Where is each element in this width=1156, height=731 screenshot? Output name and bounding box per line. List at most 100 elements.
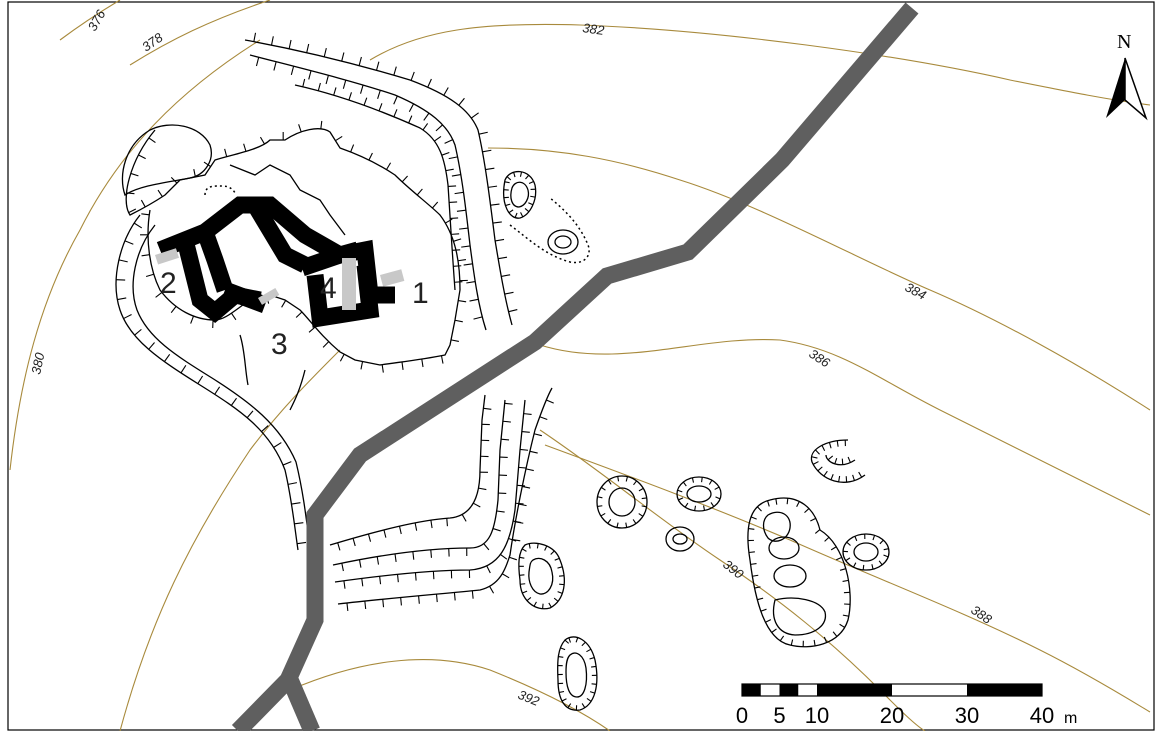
- hachure-tick: [505, 203, 511, 207]
- hachure-tick: [814, 529, 821, 534]
- hachure-tick: [134, 328, 142, 336]
- hachure-tick: [394, 553, 397, 562]
- wall-infill-1: [380, 269, 405, 287]
- hachure-tick: [341, 52, 345, 62]
- hachure-tick: [170, 306, 177, 314]
- hachure-tick: [383, 529, 387, 538]
- hachure-tick: [521, 430, 530, 433]
- hachure-tick: [756, 506, 762, 512]
- scale-bar-outline: [741, 683, 1043, 697]
- hachure-tick: [539, 416, 548, 421]
- hachure-tick: [288, 39, 292, 49]
- hachure-tick: [180, 365, 187, 374]
- hachure-tick: [775, 498, 778, 505]
- tower-labels: 1 2 3 4: [160, 267, 429, 361]
- contour-label-390: 390: [720, 557, 747, 583]
- hachure-tick: [401, 361, 404, 370]
- terrace-south-2: [332, 399, 506, 566]
- inner-ridge: [229, 164, 346, 236]
- hachure-tick: [815, 449, 820, 455]
- hachure-tick: [450, 339, 459, 342]
- scale-tick-label-30: 30: [955, 703, 979, 728]
- hachure-tick: [501, 274, 511, 277]
- hachure-tick: [597, 496, 603, 499]
- hachure-tick: [691, 477, 695, 483]
- pit-horseshoe: [810, 439, 866, 483]
- contour-label-380: 380: [28, 351, 47, 376]
- hachure-tick: [528, 202, 534, 206]
- hachure-tick: [519, 556, 525, 559]
- hachure-tick: [317, 82, 321, 91]
- hachure-tick: [523, 413, 532, 415]
- hachure-tick: [398, 526, 402, 535]
- hachure-tick: [567, 703, 572, 709]
- hachure-tick: [708, 479, 713, 485]
- north-arrow: N: [1106, 31, 1148, 121]
- hachure-tick: [492, 221, 502, 224]
- hachure-tick: [453, 265, 462, 267]
- hachure-tick: [273, 61, 277, 71]
- hachure-tick: [488, 185, 498, 188]
- hachure-tick: [126, 192, 135, 195]
- hachure-tick: [581, 641, 586, 647]
- hachure-tick: [118, 259, 128, 263]
- hachure-tick: [382, 599, 385, 608]
- hachure-tick: [435, 594, 438, 603]
- hachure-tick: [450, 217, 459, 219]
- hachure-tick: [459, 227, 469, 230]
- hachure-tick: [748, 528, 755, 530]
- hachure-tick: [408, 115, 413, 124]
- hachure-tick: [381, 364, 384, 373]
- hachure-tick: [418, 595, 420, 604]
- north-arrow-right: [1124, 57, 1148, 121]
- hachure-tick: [817, 466, 823, 472]
- hachure-tick: [393, 95, 398, 105]
- hachure-tick: [533, 601, 537, 607]
- hachure-tick: [513, 172, 516, 178]
- hachure-tick: [522, 485, 531, 489]
- hachure-tick: [871, 564, 874, 570]
- hachure-tick: [291, 502, 301, 505]
- hachure-tick: [524, 208, 530, 213]
- contour-380: [9, 39, 261, 471]
- hachure-tick: [508, 309, 518, 313]
- hachure-tick: [842, 579, 849, 582]
- hachure-tick: [684, 502, 689, 508]
- hachure-tick: [560, 647, 566, 651]
- wall-infill-3: [258, 288, 280, 305]
- hachure-tick: [845, 557, 851, 562]
- hachure-tick: [504, 402, 513, 405]
- scale-bar-labels: 0 5 10 20 30 40 m: [736, 703, 1077, 728]
- contour-388: [544, 444, 1151, 713]
- hachure-tick: [270, 36, 274, 46]
- scale-tick-label-0: 0: [736, 703, 748, 728]
- hachure-tick: [854, 536, 858, 542]
- ditch-north-outer: [244, 39, 513, 326]
- hachure-tick: [638, 487, 644, 492]
- pit-complex-inner-3: [773, 564, 807, 588]
- hachure-tick: [544, 545, 548, 551]
- hachure-tick: [308, 326, 316, 333]
- hachure-tick: [823, 636, 828, 643]
- hachure-tick: [255, 57, 260, 67]
- contour-386: [539, 338, 1151, 516]
- scale-bar: [741, 683, 1043, 697]
- pit-round-3: [665, 526, 695, 552]
- hachure-tick: [589, 691, 595, 694]
- hachure-tick: [633, 480, 638, 486]
- modern-road-branch: [280, 671, 320, 731]
- hachure-tick: [828, 442, 832, 449]
- hachure-tick: [767, 500, 770, 507]
- hachure-tick: [333, 87, 337, 96]
- hachure-tick: [625, 476, 628, 482]
- contour-label-388: 388: [968, 602, 995, 627]
- hachure-tick: [193, 168, 196, 178]
- hachure-tick: [823, 470, 828, 477]
- hachure-tick: [396, 574, 399, 583]
- hachure-tick: [483, 543, 490, 551]
- hachure-tick: [821, 445, 826, 451]
- hachure-tick: [492, 528, 501, 532]
- hachure-tick: [325, 75, 329, 85]
- hachure-tick: [638, 513, 644, 517]
- castle-wall-south: [306, 264, 380, 328]
